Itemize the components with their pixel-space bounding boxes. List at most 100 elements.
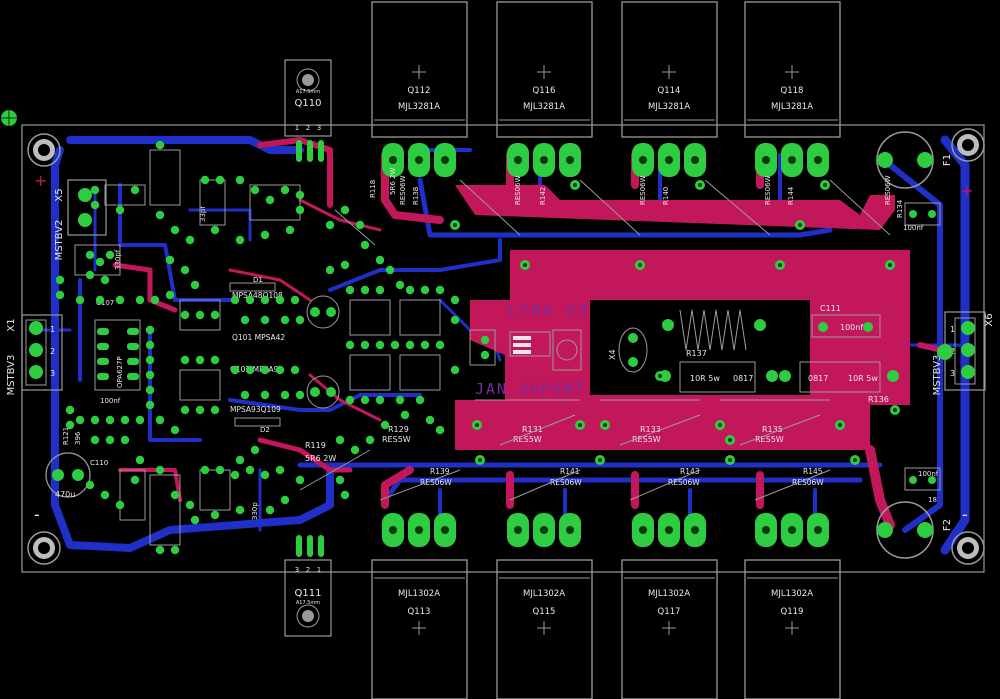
ref-label: Q119 — [781, 607, 804, 617]
svg-text:MPSA93Q109: MPSA93Q109 — [230, 405, 281, 414]
smd-pad — [155, 210, 165, 220]
smd-pad — [85, 270, 95, 280]
smd-pad — [395, 280, 405, 290]
value-label: MJL1302A — [523, 589, 565, 599]
svg-text:33pf: 33pf — [199, 206, 207, 222]
input-stage: OPA627P C107 100nf 330pf 33pf 330p 470u … — [45, 149, 496, 546]
svg-text:330p: 330p — [251, 502, 259, 520]
output-inductor[interactable] — [662, 309, 766, 351]
smd-pad — [150, 295, 160, 305]
smd-pad — [230, 470, 240, 480]
smd-pad — [115, 205, 125, 215]
ic-opa627[interactable]: OPA627P C107 — [94, 299, 141, 391]
capacitor-470u[interactable]: 470u — [45, 452, 91, 499]
smd-pad — [105, 250, 115, 260]
smd-pad — [145, 355, 155, 365]
driver-q110[interactable]: A17.5mm Q110 1 2 3 — [284, 59, 332, 137]
smd-pad — [180, 355, 190, 365]
smd-pad — [415, 395, 425, 405]
smd-pad — [260, 390, 270, 400]
smd-pad — [190, 515, 200, 525]
resistor-r135[interactable]: R135 RES5W — [755, 425, 784, 444]
connector-x4[interactable]: X4 — [608, 327, 648, 373]
connector-x1[interactable]: 1 2 3 X1 MSTBV3 — [6, 314, 63, 395]
smd-pad — [195, 405, 205, 415]
svg-text:C107: C107 — [96, 299, 114, 307]
smd-pad — [245, 295, 255, 305]
fuse-f2[interactable]: F2 — [876, 501, 953, 559]
capacitor-right-bottom[interactable]: 100nf 18 — [904, 467, 941, 504]
value-label: MJL1302A — [398, 589, 440, 599]
transistor-q114[interactable]: Q114 MJL3281A — [621, 1, 718, 138]
resistor-r133[interactable]: R133 RES5W — [632, 425, 661, 444]
ref-label: X1 — [6, 318, 17, 331]
resistor-r136[interactable]: 0817 10R 5w R136 — [779, 361, 899, 404]
transistor-q117[interactable]: MJL1302A Q117 — [621, 559, 718, 699]
svg-text:R138: R138 — [412, 187, 420, 205]
smd-pad — [155, 545, 165, 555]
transistor-q118[interactable]: Q118 MJL3281A — [744, 1, 841, 138]
svg-text:RES06W: RES06W — [668, 478, 700, 487]
svg-text:A17.5mm: A17.5mm — [296, 600, 320, 606]
smd-pad — [345, 285, 355, 295]
smd-pad — [120, 415, 130, 425]
transistor-q112[interactable]: Q112 MJL3281A — [371, 1, 468, 138]
svg-text:18: 18 — [928, 496, 937, 504]
trimmer-pot[interactable] — [552, 329, 582, 371]
transistor-q116[interactable]: Q116 MJL3281A — [496, 1, 593, 138]
svg-text:R144: R144 — [787, 186, 795, 205]
smd-pad — [245, 465, 255, 475]
transistor-q113[interactable]: MJL1302A Q113 — [371, 559, 468, 699]
transistor-q119[interactable]: MJL1302A Q119 — [744, 559, 841, 699]
smd-pad — [165, 290, 175, 300]
connector-x5[interactable]: X5 MSTBV2 — [54, 179, 107, 260]
smd-pad — [395, 395, 405, 405]
smd-pad — [170, 490, 180, 500]
ref-label: Q115 — [533, 607, 556, 617]
svg-text:RES06W: RES06W — [764, 175, 772, 205]
svg-text:R118: R118 — [369, 180, 377, 198]
smd-pad — [100, 490, 110, 500]
smd-pad — [215, 465, 225, 475]
smd-pad — [340, 205, 350, 215]
smd-pad — [480, 335, 490, 345]
smd-pad — [405, 285, 415, 295]
resistor-r131[interactable]: R131 RES5W — [513, 425, 543, 444]
smd-pad — [325, 220, 335, 230]
capacitor-c111[interactable]: C111 100nf — [811, 304, 881, 338]
smd-pad — [170, 425, 180, 435]
smd-pad — [145, 325, 155, 335]
smd-pad — [295, 475, 305, 485]
fuse-f1[interactable]: F1 — [876, 131, 953, 189]
smd-pad — [260, 295, 270, 305]
value-label: RES5W — [513, 435, 542, 444]
value-label: RES5W — [632, 435, 661, 444]
smd-pad — [235, 505, 245, 515]
svg-text:0817: 0817 — [808, 374, 828, 383]
capacitor-right-top[interactable]: 100nf — [903, 202, 941, 232]
svg-text:2: 2 — [306, 124, 310, 132]
resistor-r119[interactable]: R119 5R6 2W — [305, 441, 336, 463]
value-label: 10R 5w — [690, 374, 720, 383]
smd-pad — [240, 390, 250, 400]
ref-label: Q113 — [408, 607, 431, 617]
value-label: MJL3281A — [771, 102, 813, 112]
resistor-r129[interactable]: R129 RES5W — [382, 425, 411, 444]
resistor-r137[interactable]: R137 10R 5w 0817 — [659, 349, 778, 393]
smd-pad — [390, 340, 400, 350]
svg-text:OPA627P: OPA627P — [116, 356, 124, 388]
svg-text:100nf: 100nf — [903, 224, 924, 232]
emitter-resistors-bottom: R139 RES06W R141 RES06W R143 RES06W R145… — [420, 467, 824, 487]
svg-text:396: 396 — [74, 431, 82, 445]
smd-pad — [65, 420, 75, 430]
bias-transistor[interactable] — [509, 331, 551, 357]
smd-pad — [65, 405, 75, 415]
driver-q111[interactable]: 3 2 1 Q111 A17.5mm — [284, 559, 332, 637]
transistor-q115[interactable]: MJL1302A Q115 — [496, 559, 593, 699]
ref-label: R131 — [522, 425, 543, 434]
smd-pad — [90, 415, 100, 425]
board-brand: LYNX V3 — [508, 301, 589, 320]
svg-text:R145: R145 — [803, 467, 823, 476]
svg-text:RES06W: RES06W — [639, 175, 647, 205]
smd-pad — [100, 275, 110, 285]
